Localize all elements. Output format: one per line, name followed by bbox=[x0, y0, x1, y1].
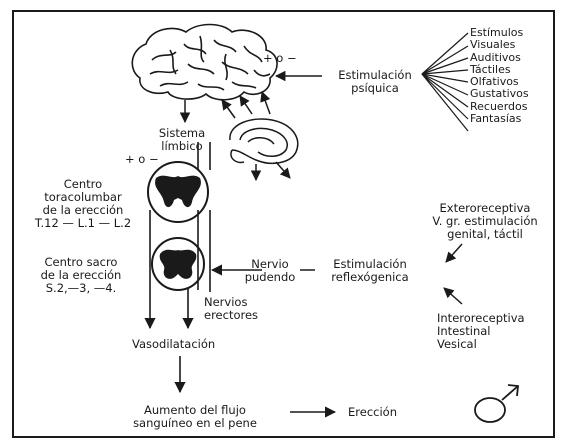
spinal-signs: + o − bbox=[125, 153, 159, 166]
vasodilation-label: Vasodilatación bbox=[132, 338, 215, 351]
sacral-center-label: Centro sacro de la erección S.2,—3, —4. bbox=[26, 256, 136, 295]
extero-line-3: genital, táctil bbox=[420, 228, 550, 241]
bloodflow-line-2: sanguíneo en el pene bbox=[110, 417, 280, 430]
exteroreceptive-label: Exteroreceptiva V. gr. estimulación geni… bbox=[420, 202, 550, 241]
stimulus-item: Gustativos bbox=[470, 88, 529, 100]
limbic-system-label: Sistema límbico bbox=[150, 127, 214, 153]
erection-label: Erección bbox=[348, 406, 397, 419]
spinal-cord-section-icon bbox=[148, 162, 208, 222]
reflex-line-2: reflexógenica bbox=[320, 271, 420, 284]
psychic-line-2: psíquica bbox=[330, 82, 420, 95]
pudendal-nerve-label: Nervio pudendo bbox=[240, 258, 300, 284]
brain-icon bbox=[132, 25, 277, 100]
intero-line-3: Vesical bbox=[437, 338, 525, 351]
limbic-line-2: límbico bbox=[150, 140, 214, 153]
stimulus-item: Visuales bbox=[470, 39, 529, 51]
thoracolumbar-center-label: Centro toracolumbar de la erección T.12 … bbox=[24, 178, 142, 230]
brain-signs: + o − bbox=[263, 52, 297, 65]
interoreceptive-label: Interoreceptiva Intestinal Vesical bbox=[437, 312, 525, 351]
male-symbol-icon bbox=[475, 385, 518, 422]
pudendal-line-2: pudendo bbox=[240, 271, 300, 284]
psychic-stimulation-label: Estimulación psíquica bbox=[330, 69, 420, 95]
reflexogenic-stimulation-label: Estimulación reflexógenica bbox=[320, 258, 420, 284]
limbic-system-icon bbox=[230, 119, 298, 163]
sacral-line-3: S.2,—3, —4. bbox=[26, 282, 136, 295]
stimuli-list: Estímulos Visuales Auditivos Táctiles Ol… bbox=[470, 27, 529, 125]
stimulus-item: Fantasías bbox=[470, 113, 529, 125]
thoraco-line-4: T.12 — L.1 — L.2 bbox=[24, 217, 142, 230]
stimuli-fan bbox=[422, 33, 468, 131]
blood-flow-label: Aumento del flujo sanguíneo en el pene bbox=[110, 404, 280, 430]
erector-line-2: erectores bbox=[204, 309, 258, 322]
erector-nerves-label: Nervios erectores bbox=[204, 296, 258, 322]
spinal-cord-section-icon bbox=[152, 238, 204, 290]
